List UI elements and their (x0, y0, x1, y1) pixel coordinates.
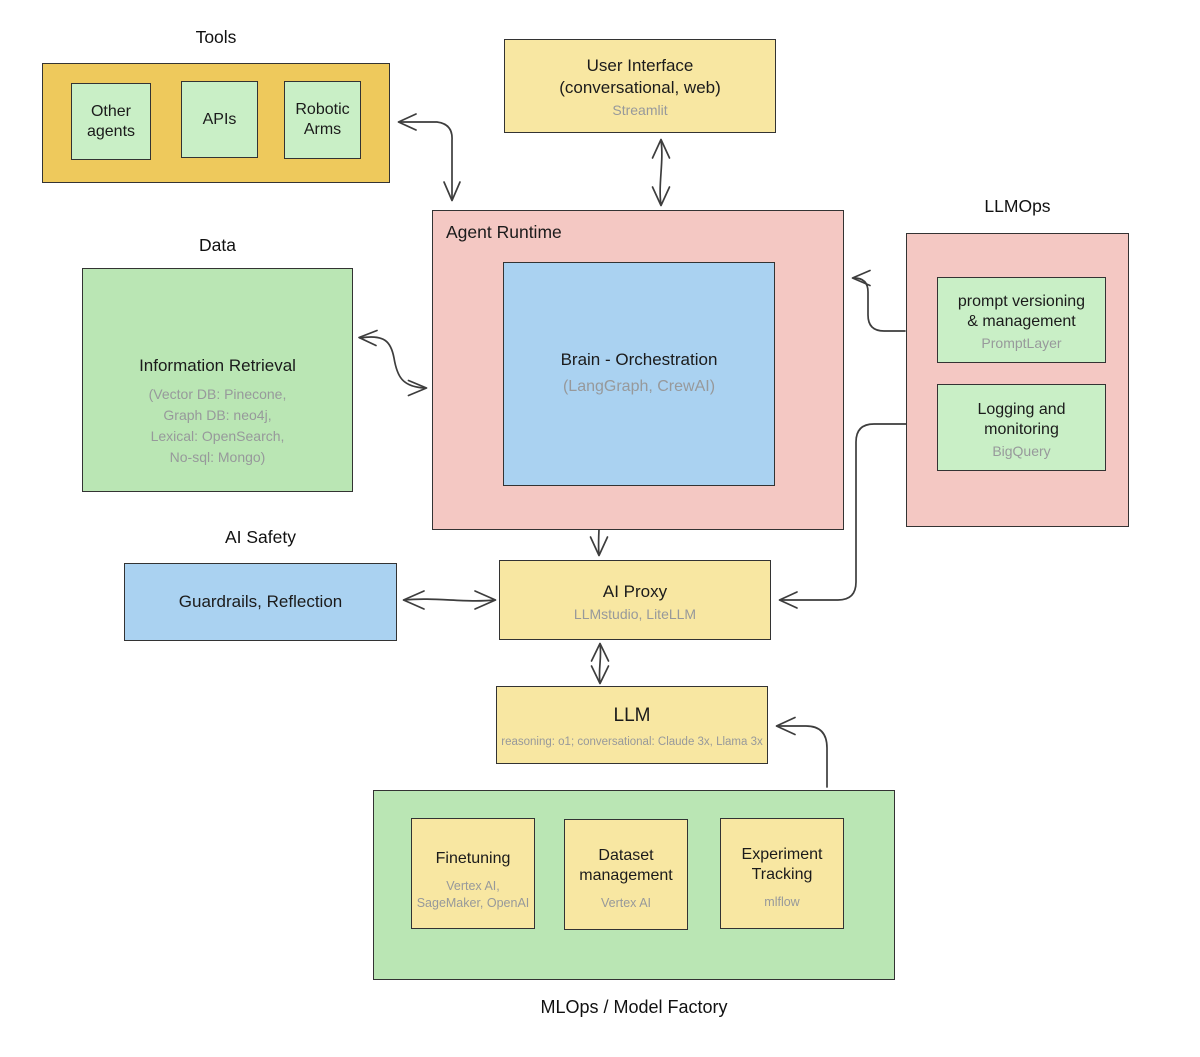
node-agent-runtime: Agent Runtime Brain - Orchestration (Lan… (432, 210, 844, 530)
arrow-mlops-llm (775, 716, 828, 788)
ai-proxy-tool: LLMstudio, LiteLLM (573, 606, 697, 623)
node-brain-orchestration: Brain - Orchestration (LangGraph, CrewAI… (503, 262, 775, 486)
arrow-proxy-llm (590, 642, 610, 685)
logging-monitoring-tool: BigQuery (992, 442, 1051, 459)
logging-monitoring-title: Logging and monitoring (977, 400, 1066, 438)
brain-tool: (LangGraph, CrewAI) (562, 377, 716, 395)
llmops-group-box: prompt versioning & management PromptLay… (906, 233, 1129, 527)
information-retrieval-title: Information Retrieval (139, 356, 296, 375)
user-interface-title: User Interface (586, 56, 694, 76)
tools-group-box: Other agents APIs Robotic Arms (42, 63, 390, 183)
node-llm: LLM reasoning: o1; conversational: Claud… (496, 686, 768, 764)
node-dataset-management: Dataset management Vertex AI (564, 819, 688, 930)
ai-safety-section-label: AI Safety (224, 527, 296, 547)
finetuning-tool: Vertex AI, SageMaker, OpenAI (416, 878, 530, 911)
experiment-tracking-title: Experiment Tracking (741, 846, 823, 884)
arrow-guardrails-proxy (402, 590, 497, 610)
user-interface-subtitle: (conversational, web) (559, 77, 721, 97)
node-apis: APIs (181, 81, 258, 158)
ai-proxy-title: AI Proxy (602, 581, 668, 601)
llmops-section-label: LLMOps (984, 196, 1051, 216)
node-experiment-tracking: Experiment Tracking mlflow (720, 818, 844, 929)
mlops-section-label: MLOps / Model Factory (540, 997, 728, 1017)
agent-runtime-title: Agent Runtime (446, 222, 562, 242)
dataset-management-tool: Vertex AI (600, 896, 652, 911)
node-robotic-arms-label: Robotic Arms (295, 101, 350, 138)
llm-title: LLM (613, 705, 651, 727)
information-retrieval-tools: (Vector DB: Pinecone, Graph DB: neo4j, L… (148, 386, 287, 466)
node-finetuning: Finetuning Vertex AI, SageMaker, OpenAI (411, 818, 535, 929)
guardrails-title: Guardrails, Reflection (178, 592, 343, 612)
llm-tool: reasoning: o1; conversational: Claude 3x… (501, 735, 763, 748)
user-interface-tool: Streamlit (612, 101, 668, 118)
data-section-label: Data (199, 235, 236, 255)
prompt-versioning-tool: PromptLayer (981, 335, 1062, 351)
prompt-versioning-title: prompt versioning & management (957, 293, 1086, 330)
arrow-data-runtime (358, 329, 428, 397)
arrow-ui-runtime (651, 138, 671, 207)
node-guardrails-reflection: Guardrails, Reflection (124, 563, 397, 641)
node-user-interface: User Interface (conversational, web) Str… (504, 39, 776, 133)
brain-title: Brain - Orchestration (560, 350, 718, 370)
arrow-tools-runtime (397, 113, 461, 202)
node-logging-monitoring: Logging and monitoring BigQuery (937, 384, 1106, 471)
arrow-llmops-runtime (851, 269, 906, 332)
node-apis-label: APIs (202, 110, 237, 128)
node-prompt-versioning: prompt versioning & management PromptLay… (937, 277, 1106, 363)
finetuning-title: Finetuning (435, 849, 511, 867)
node-information-retrieval: Information Retrieval (Vector DB: Pineco… (82, 268, 353, 492)
dataset-management-title: Dataset management (579, 847, 673, 885)
node-other-agents-label: Other agents (86, 102, 136, 140)
mlops-group-box: Finetuning Vertex AI, SageMaker, OpenAI … (373, 790, 895, 980)
experiment-tracking-tool: mlflow (764, 895, 800, 910)
node-ai-proxy: AI Proxy LLMstudio, LiteLLM (499, 560, 771, 640)
node-other-agents: Other agents (71, 83, 151, 160)
tools-section-label: Tools (195, 27, 237, 47)
node-robotic-arms: Robotic Arms (284, 81, 361, 159)
